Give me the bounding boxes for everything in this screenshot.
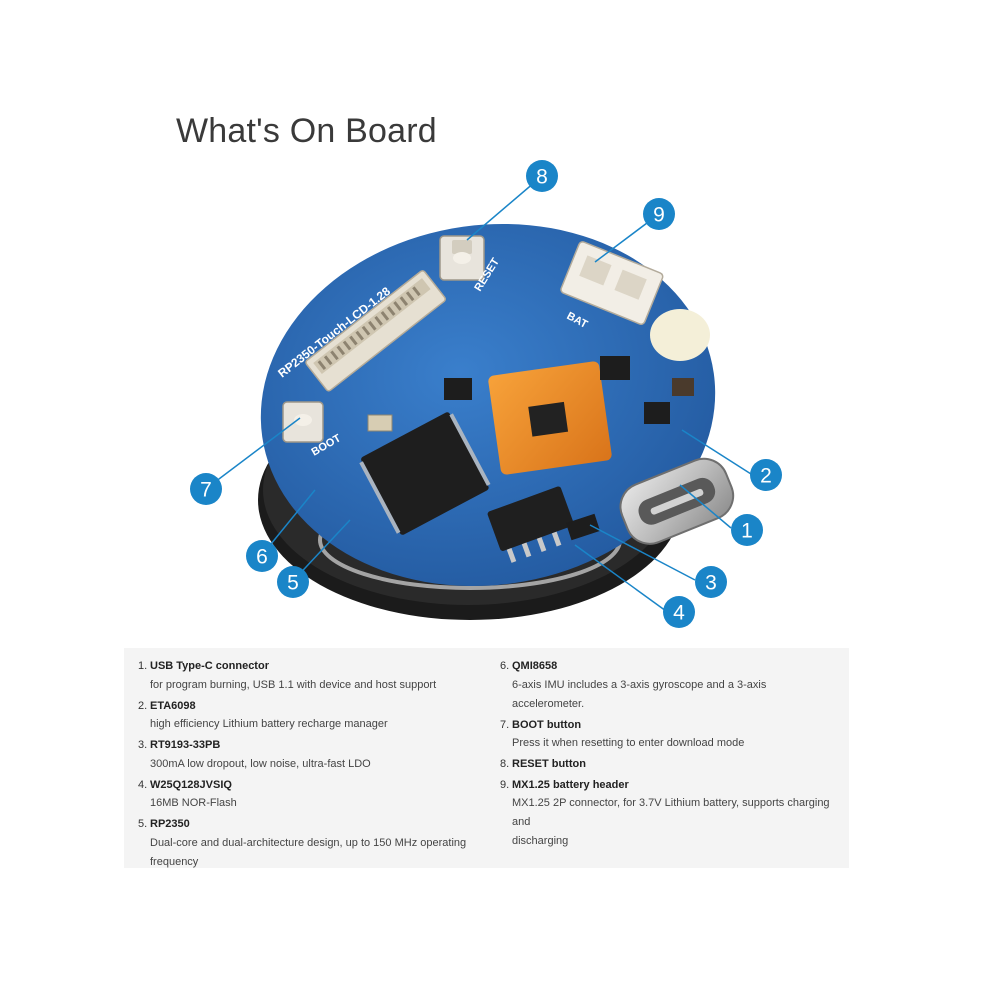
legend-item-description: 300mA low dropout, low noise, ultra-fast… <box>150 757 371 770</box>
board-illustration: RP2350-Touch-LCD-1.28 RESET BAT BOOT <box>190 160 782 628</box>
legend-item-title: RESET button <box>512 758 586 770</box>
legend-item-number: 5. <box>138 818 148 830</box>
svg-text:4: 4 <box>673 602 685 625</box>
battery-pad <box>650 309 710 361</box>
legend-item-number: 6. <box>500 660 510 672</box>
legend-item-heading: 4.W25Q128JVSIQ <box>138 776 500 795</box>
legend-column-right: 6.QMI8658 6-axis IMU includes a 3-axis gy… <box>500 657 840 868</box>
legend-item-number: 7. <box>500 718 510 731</box>
legend-item: 2.ETA6098 high efficiency Lithium battery… <box>138 697 500 735</box>
callout-7: 7 <box>190 473 222 505</box>
component-legend: 1.USB Type-C connector for program burnin… <box>124 648 849 868</box>
flash-chip <box>487 486 574 563</box>
small-ic-2 <box>444 378 472 400</box>
legend-item: 3.RT9193-33PB 300mA low dropout, low nois… <box>138 736 500 774</box>
legend-item-description: 16MB NOR-Flash <box>150 797 237 809</box>
legend-item-description: discharging <box>512 835 569 847</box>
svg-text:1: 1 <box>741 520 753 543</box>
callout-4: 4 <box>663 596 695 628</box>
legend-item: 6.QMI8658 6-axis IMU includes a 3-axis gy… <box>500 657 840 714</box>
legend-item-description: Press it when resetting to enter downloa… <box>512 737 745 749</box>
small-ic-3 <box>672 378 694 396</box>
legend-item-description: 6-axis IMU includes a 3-axis gyroscope a… <box>512 678 767 710</box>
reset-button <box>439 235 485 281</box>
callout-5: 5 <box>277 566 309 598</box>
legend-item-heading: 7.BOOT button <box>500 716 840 735</box>
page-title: What's On Board <box>176 112 437 150</box>
legend-item-title: MX1.25 battery header <box>512 778 629 791</box>
legend-item-title: RP2350 <box>150 818 190 830</box>
rp2350-chip <box>359 412 491 535</box>
crystal <box>367 414 393 432</box>
legend-item-heading: 2.ETA6098 <box>138 697 500 716</box>
callout-3: 3 <box>695 566 727 598</box>
legend-item-title: W25Q128JVSIQ <box>150 778 232 791</box>
svg-text:3: 3 <box>705 572 717 595</box>
legend-item-title: ETA6098 <box>150 699 196 712</box>
charger-chip <box>644 402 670 424</box>
board-figure: RP2350-Touch-LCD-1.28 RESET BAT BOOT <box>0 150 990 640</box>
legend-item-description: high efficiency Lithium battery recharge… <box>150 718 388 730</box>
legend-item-title: QMI8658 <box>512 660 558 672</box>
svg-text:5: 5 <box>287 572 299 595</box>
legend-item-number: 1. <box>138 660 148 672</box>
callout-8: 8 <box>526 160 558 192</box>
svg-text:6: 6 <box>256 546 268 569</box>
legend-item-number: 3. <box>138 739 148 751</box>
legend-item-title: BOOT button <box>512 718 582 731</box>
legend-item: 1.USB Type-C connector for program burnin… <box>138 657 500 695</box>
svg-text:7: 7 <box>200 479 212 502</box>
ldo-chip <box>565 513 601 541</box>
callout-2: 2 <box>750 459 782 491</box>
svg-text:2: 2 <box>760 465 772 488</box>
svg-text:8: 8 <box>536 166 548 189</box>
legend-item-number: 8. <box>500 758 510 770</box>
leader-lines <box>206 175 752 612</box>
legend-item: 8.RESET button <box>500 755 840 774</box>
legend-item-description: for program burning, USB 1.1 with device… <box>150 678 437 691</box>
legend-item: 4.W25Q128JVSIQ 16MB NOR-Flash <box>138 776 500 814</box>
boot-button <box>282 401 324 443</box>
legend-item-title: USB Type-C connector <box>150 660 269 672</box>
imu-window <box>488 361 612 475</box>
callout-1: 1 <box>731 514 763 546</box>
fpc-connector <box>305 270 446 392</box>
legend-item-title: RT9193-33PB <box>150 739 221 751</box>
battery-header <box>560 241 664 325</box>
legend-item-description: frequency <box>150 855 199 868</box>
usb-c-connector <box>619 457 735 545</box>
legend-column-left: 1.USB Type-C connector for program burnin… <box>138 657 500 868</box>
legend-item-description: Dual-core and dual-architecture design, … <box>150 836 467 849</box>
callout-6: 6 <box>246 540 278 572</box>
legend-item-heading: 1.USB Type-C connector <box>138 657 500 676</box>
legend-item-number: 2. <box>138 699 148 712</box>
svg-text:9: 9 <box>653 204 665 227</box>
legend-item-heading: 9.MX1.25 battery header <box>500 776 840 795</box>
callout-9: 9 <box>643 198 675 230</box>
legend-item-heading: 5.RP2350 <box>138 815 500 834</box>
legend-item-description: MX1.25 2P connector, for 3.7V Lithium ba… <box>512 797 830 828</box>
legend-item-heading: 3.RT9193-33PB <box>138 736 500 755</box>
legend-item-number: 4. <box>138 778 148 791</box>
legend-item-heading: 8.RESET button <box>500 755 840 774</box>
legend-item-number: 9. <box>500 778 510 791</box>
small-ic-1 <box>600 356 630 380</box>
legend-item-heading: 6.QMI8658 <box>500 657 840 676</box>
